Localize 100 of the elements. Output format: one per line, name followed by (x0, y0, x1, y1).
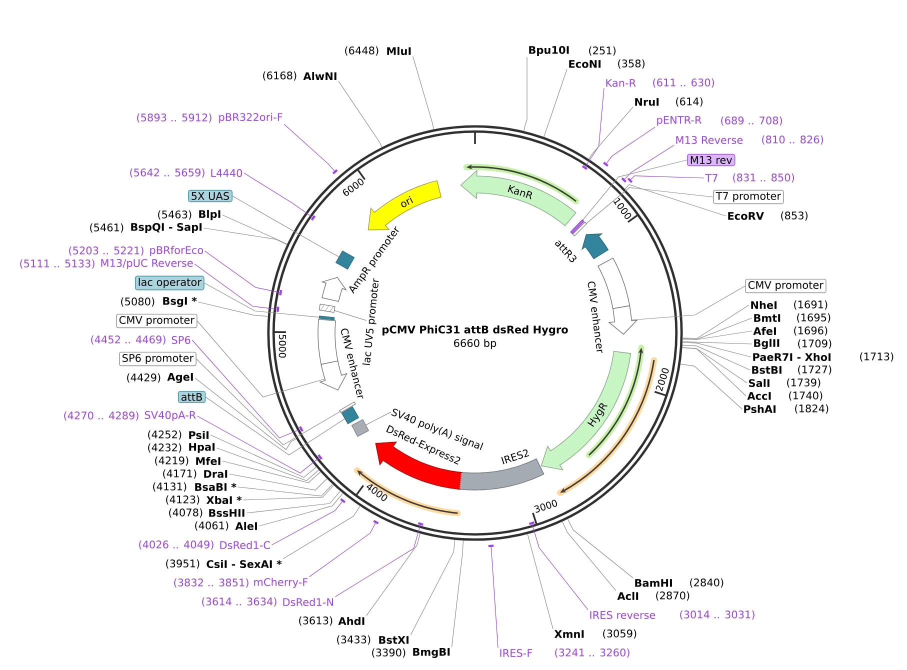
primer-site-mark (488, 544, 494, 548)
primer-name: Kan-R (606, 79, 636, 87)
feature-tag: lac operator (135, 276, 204, 290)
primer-name: mCherry-F (254, 578, 308, 588)
enzyme-name: NruI (635, 98, 659, 106)
leader-line (198, 302, 268, 317)
feature-block (318, 304, 336, 313)
site-position: (5463) (158, 210, 192, 220)
enzyme-name: NheI (751, 300, 777, 310)
leader-line (242, 485, 334, 500)
leader-line (238, 484, 333, 496)
leader-line (334, 310, 366, 321)
site-position: (4026 .. 4049) (139, 540, 214, 550)
enzyme-name: AgeI (167, 373, 193, 383)
primer-name: pENTR-R (657, 116, 702, 126)
leader-line (194, 378, 296, 450)
leader-line (451, 540, 464, 648)
leader-line (410, 540, 456, 636)
site-position: (5203 .. 5221) (69, 246, 144, 256)
leader-line (222, 214, 288, 244)
site-position: (3390) (372, 648, 406, 658)
feature-label: CMV enhancer (341, 328, 364, 399)
enzyme-name: BlpI (199, 210, 220, 220)
leader-line (544, 68, 568, 138)
site-position: (1739) (787, 378, 820, 388)
primer-site-mark (318, 454, 322, 460)
enzyme-name: CsiI - SexAI * (206, 560, 282, 568)
leader-line (216, 448, 319, 481)
leader-line (682, 304, 750, 339)
enzyme-name: BstXI (379, 636, 408, 644)
leader-line (582, 160, 688, 220)
site-position: (4171) (163, 469, 196, 479)
enzyme-name: BsgI * (163, 296, 197, 308)
primer-site-mark (310, 215, 316, 221)
primer-name: SP6 (172, 336, 190, 344)
enzyme-name: AccI (747, 392, 771, 400)
site-position: (5080) (121, 297, 154, 307)
scale-label: 5000 (278, 334, 286, 358)
enzyme-name: EcoRV (728, 212, 764, 220)
primer-name: pBRforEco (150, 246, 204, 256)
leader-line (210, 434, 316, 478)
site-position: (251) (589, 46, 616, 56)
site-position: (4452 .. 4469) (91, 335, 166, 345)
leader-line (271, 501, 342, 546)
site-position: (5893 .. 5912) (137, 113, 212, 123)
leader-line (682, 330, 752, 340)
leader-line (631, 286, 746, 320)
leader-line (682, 342, 752, 358)
enzyme-name: PaeR7I - XhoI (753, 352, 830, 362)
site-position: (3832 .. 3851) (174, 578, 248, 588)
primer-name: SV40pA-R (144, 411, 196, 421)
leader-line (682, 347, 746, 396)
leader-line (258, 493, 343, 526)
leader-line (682, 344, 750, 370)
leader-line (606, 126, 656, 164)
site-position: (614) (676, 97, 703, 107)
primer-name: L4440 (211, 169, 242, 177)
primer-site-mark (279, 290, 282, 296)
leader-line (197, 320, 325, 398)
leader-line (680, 364, 742, 410)
feature-label: IRES2 (501, 449, 530, 464)
leader-line (334, 524, 421, 598)
site-position: (6168) (263, 71, 296, 81)
site-position: (4232) (148, 443, 182, 453)
enzyme-name: MfeI (196, 456, 220, 466)
site-position: (3613) (299, 616, 332, 626)
site-position: (689 .. 708) (721, 116, 782, 126)
enzyme-name: BglII (754, 338, 780, 350)
site-position: (3059) (603, 629, 636, 639)
enzyme-name: BamHI (635, 579, 672, 587)
leader-line (338, 80, 382, 148)
enzyme-name: BssHII (209, 509, 244, 517)
feature-tag: M13 rev (687, 154, 736, 166)
enzyme-name: PsiI (189, 430, 208, 440)
leader-line (232, 196, 340, 258)
enzyme-name: AlwNI (303, 72, 336, 80)
leader-line (244, 172, 313, 218)
leader-line (490, 546, 498, 648)
site-position: (5642 .. 5659) (130, 168, 204, 178)
leader-line (412, 56, 434, 130)
leader-line (222, 460, 321, 484)
leader-line (624, 144, 674, 180)
enzyme-name: BstBI (752, 366, 782, 374)
leader-line (588, 106, 634, 160)
primer-name: T7 (705, 174, 718, 182)
leader-line (196, 358, 340, 446)
leader-line (682, 318, 752, 340)
scale-label: 3000 (534, 500, 558, 513)
plasmid-name: pCMV PhiC31 attB dsRed Hygro (382, 325, 568, 336)
site-position: (1727) (798, 365, 832, 375)
site-position: (3614 .. 3634) (202, 597, 276, 607)
leader-line (246, 491, 340, 514)
site-position: (1713) (860, 352, 894, 362)
site-position: (3241 .. 3260) (555, 648, 630, 658)
site-position: (358) (618, 59, 645, 69)
leader-line (585, 88, 604, 167)
leader-line (366, 533, 420, 616)
site-position: (2840) (690, 578, 724, 588)
leader-line (203, 228, 288, 245)
enzyme-name: AleI (235, 522, 257, 530)
